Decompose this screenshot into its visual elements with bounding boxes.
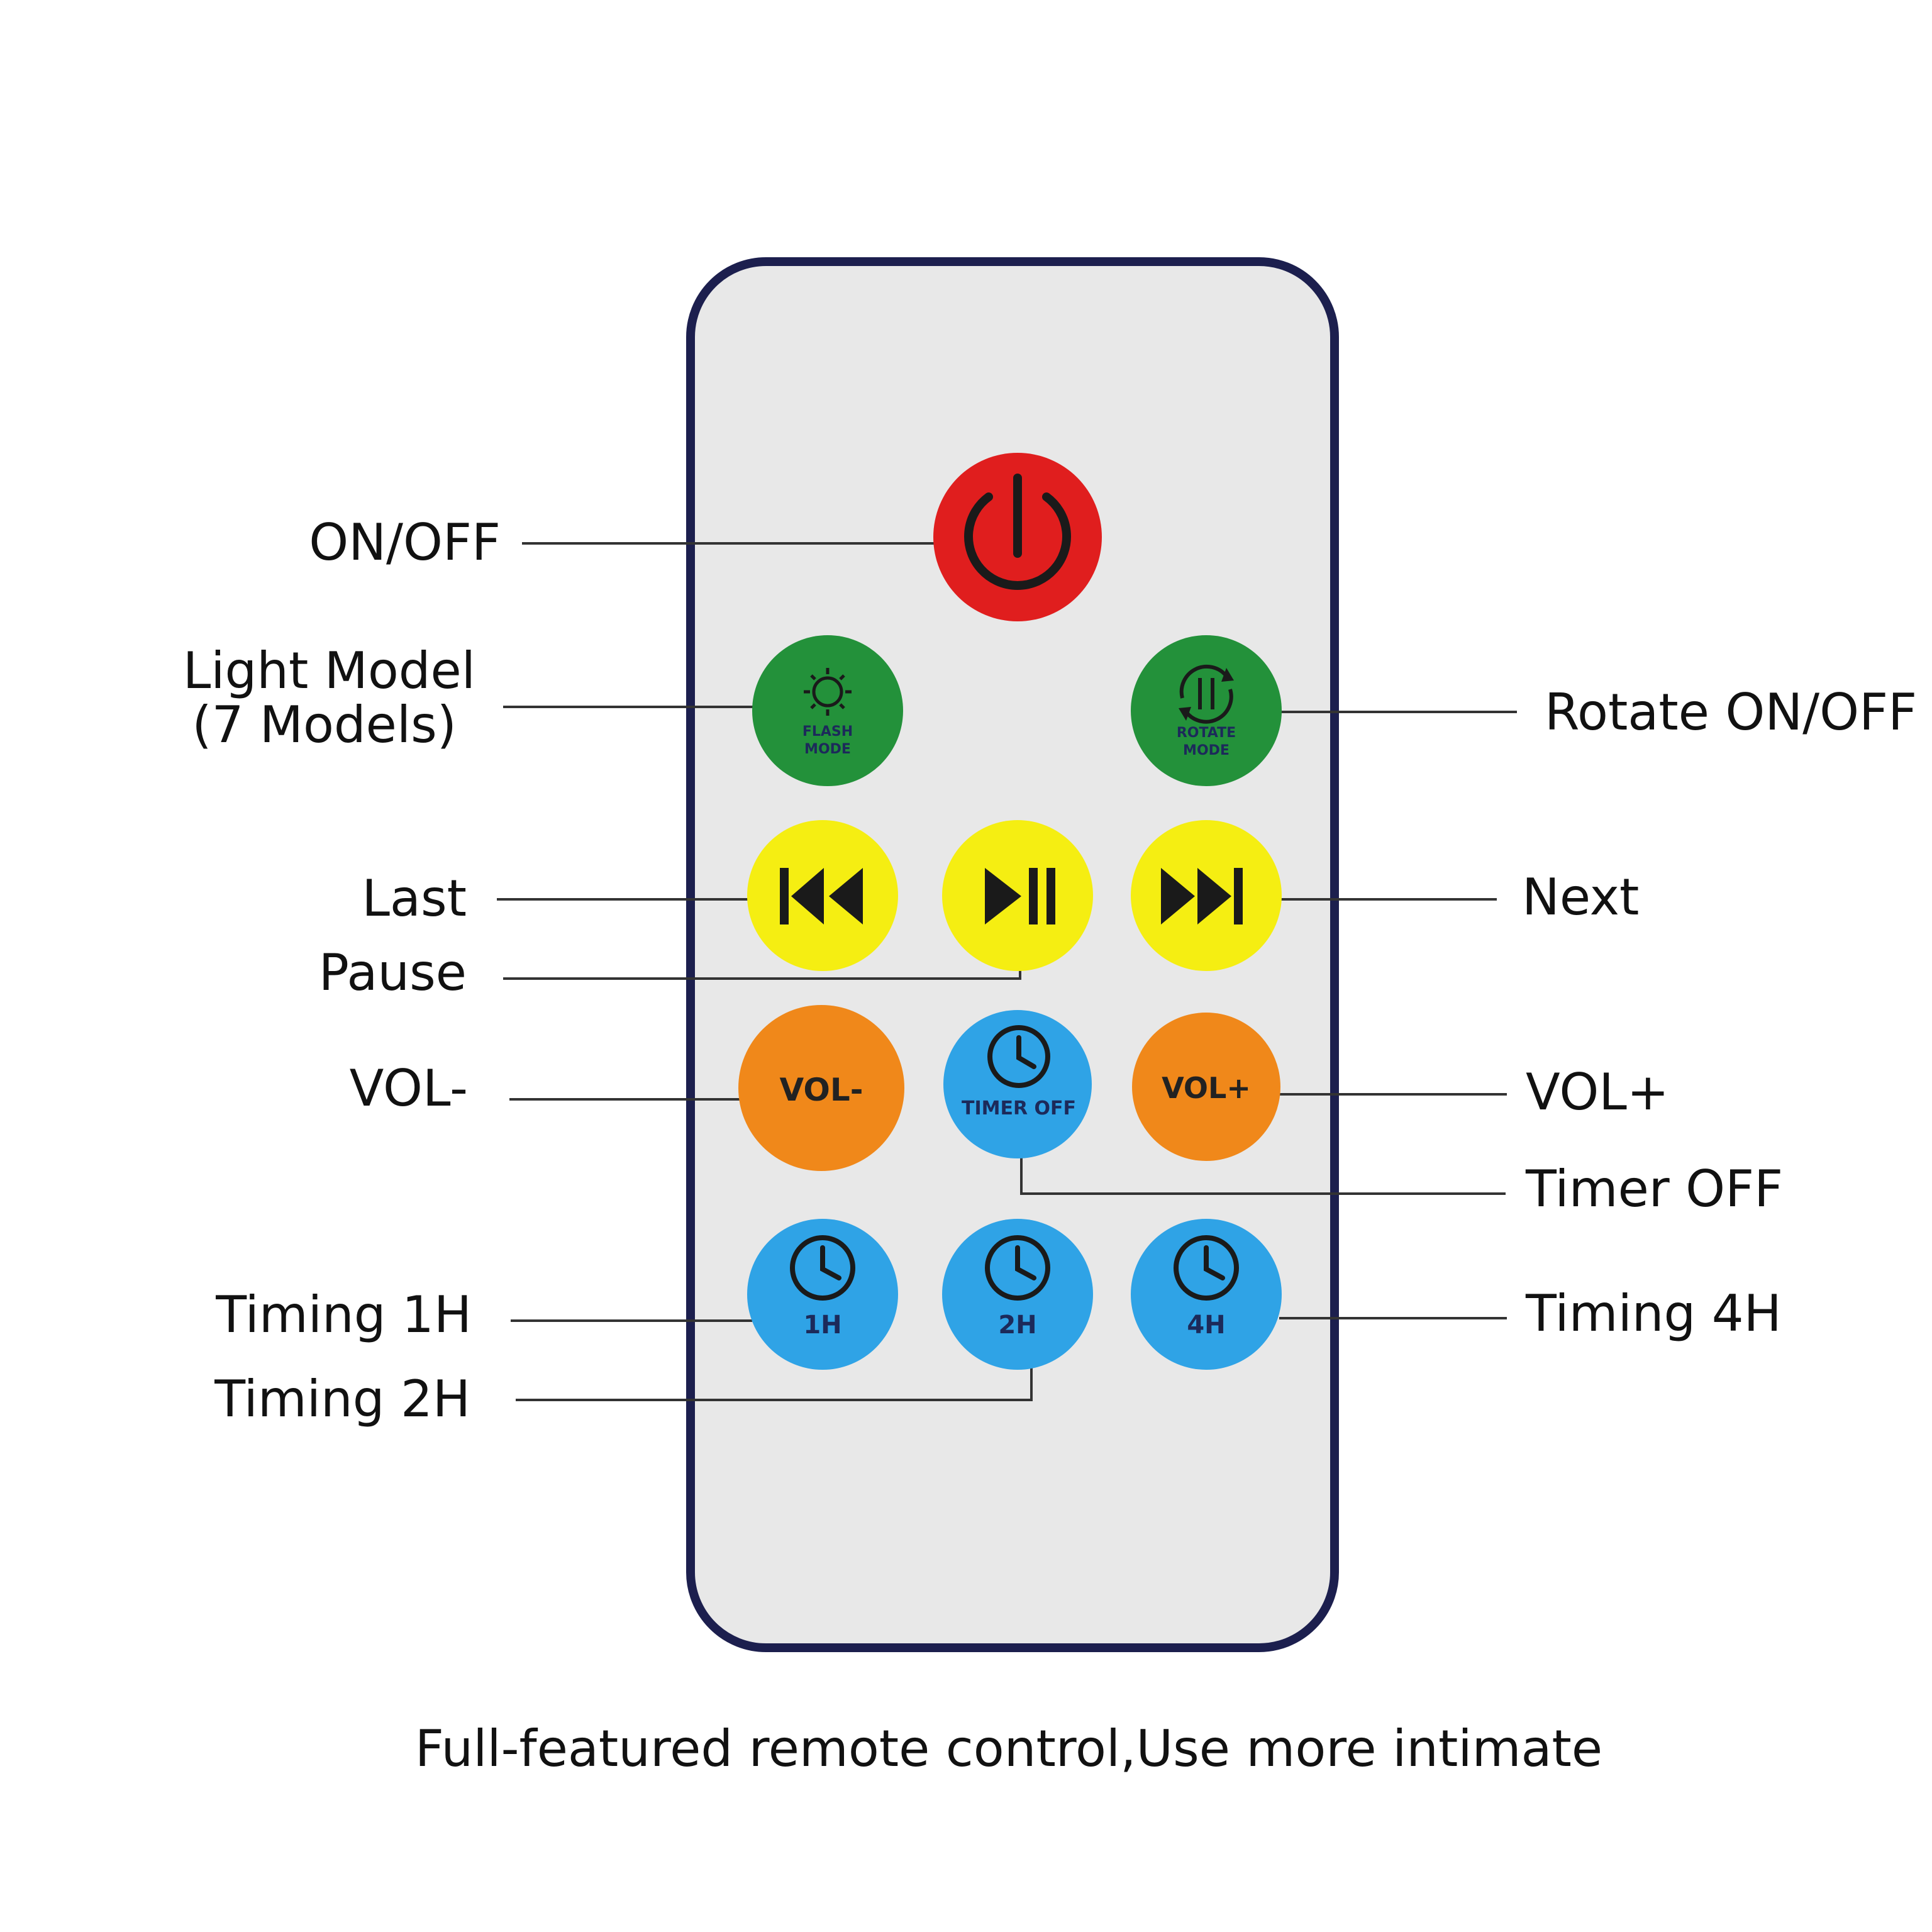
label-pause: Pause bbox=[319, 943, 467, 1002]
label-timing-4h: Timing 4H bbox=[1525, 1284, 1782, 1343]
power-icon bbox=[964, 474, 1071, 590]
leader-lines bbox=[497, 542, 1517, 1401]
label-light-model-line1: Light Model bbox=[183, 641, 475, 700]
timer-4h-text: 4H bbox=[1187, 1311, 1225, 1340]
sun-icon bbox=[804, 668, 852, 716]
play-pause-button[interactable] bbox=[942, 820, 1093, 971]
timer-4h-button[interactable]: 4H bbox=[1131, 1219, 1282, 1370]
timer-2h-button[interactable]: 2H bbox=[942, 1219, 1093, 1370]
label-on-off: ON/OFF bbox=[309, 513, 501, 572]
rotate-icon bbox=[1179, 664, 1234, 724]
clock-icon bbox=[985, 1235, 1050, 1301]
timer-1h-text: 1H bbox=[803, 1311, 841, 1340]
timer-off-button[interactable]: TIMER OFF bbox=[943, 1010, 1092, 1158]
vol-minus-text: VOL- bbox=[780, 1072, 863, 1108]
rotate-mode-circle bbox=[1131, 635, 1282, 786]
vol-minus-button[interactable]: VOL- bbox=[738, 1005, 904, 1171]
flash-mode-text-2: MODE bbox=[804, 741, 851, 757]
vol-plus-text: VOL+ bbox=[1162, 1071, 1251, 1105]
skip-back-icon bbox=[780, 868, 863, 924]
label-timing-2h: Timing 2H bbox=[214, 1370, 470, 1428]
prev-button[interactable] bbox=[747, 820, 898, 971]
rotate-mode-text-1: ROTATE bbox=[1177, 725, 1236, 741]
label-timing-1h: Timing 1H bbox=[215, 1285, 472, 1344]
rotate-mode-text-2: MODE bbox=[1183, 743, 1230, 758]
skip-forward-icon bbox=[1161, 868, 1243, 924]
label-vol-plus: VOL+ bbox=[1526, 1063, 1669, 1121]
leader-timing-2h bbox=[516, 1363, 1033, 1401]
label-timer-off: Timer OFF bbox=[1525, 1160, 1783, 1218]
label-last: Last bbox=[362, 869, 467, 928]
caption: Full-featured remote control,Use more in… bbox=[415, 1719, 1602, 1778]
timer-off-text: TIMER OFF bbox=[962, 1097, 1076, 1119]
timer-2h-text: 2H bbox=[998, 1311, 1036, 1340]
timer-2h-circle bbox=[942, 1219, 1093, 1370]
leader-timer-off bbox=[1020, 1157, 1506, 1195]
vol-plus-button[interactable]: VOL+ bbox=[1132, 1013, 1280, 1161]
vol-minus-circle bbox=[738, 1005, 904, 1171]
timer-4h-circle bbox=[1131, 1219, 1282, 1370]
play-pause-icon bbox=[985, 868, 1055, 924]
vol-plus-circle bbox=[1132, 1013, 1280, 1161]
next-button[interactable] bbox=[1131, 820, 1282, 971]
power-button[interactable] bbox=[933, 453, 1102, 621]
flash-mode-text-1: FLASH bbox=[802, 724, 853, 740]
rotate-mode-button[interactable]: ROTATE MODE bbox=[1131, 635, 1282, 786]
label-vol-minus: VOL- bbox=[350, 1059, 468, 1118]
label-rotate: Rotate ON/OFF bbox=[1545, 683, 1917, 741]
label-light-model-line2: (7 Models) bbox=[192, 696, 457, 754]
clock-icon bbox=[1174, 1235, 1239, 1301]
clock-icon bbox=[987, 1025, 1050, 1088]
timer-1h-button[interactable]: 1H bbox=[747, 1219, 898, 1370]
timer-1h-circle bbox=[747, 1219, 898, 1370]
clock-icon bbox=[790, 1235, 855, 1301]
flash-mode-button[interactable]: FLASH MODE bbox=[752, 635, 903, 786]
label-next: Next bbox=[1522, 868, 1639, 926]
